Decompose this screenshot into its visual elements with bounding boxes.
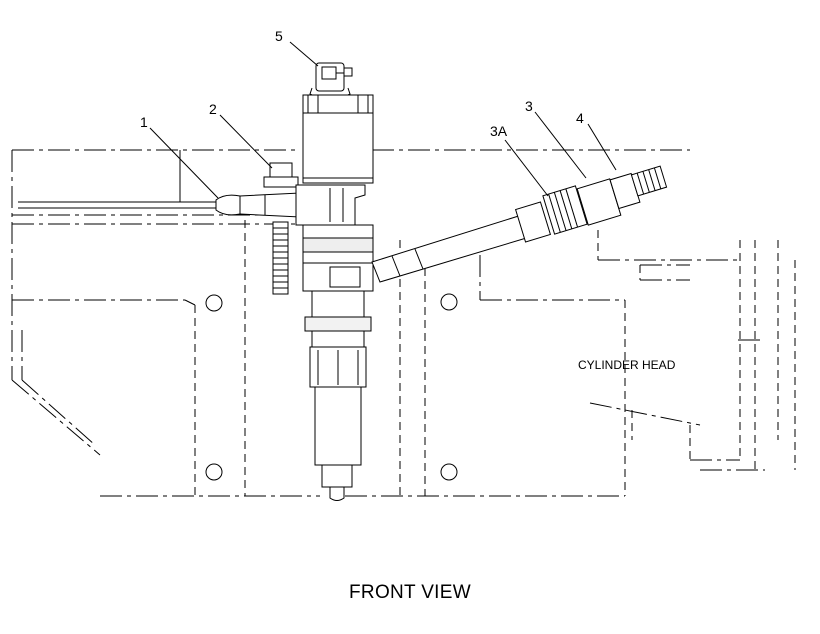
jumper-tube xyxy=(371,165,668,283)
cylinder-head-label: CYLINDER HEAD xyxy=(578,358,676,372)
callout-2: 2 xyxy=(209,101,217,117)
leader-lines xyxy=(149,41,617,199)
view-caption: FRONT VIEW xyxy=(349,582,471,603)
port-holes xyxy=(205,293,458,481)
callout-5: 5 xyxy=(275,28,283,44)
hold-down-bolt xyxy=(263,162,299,295)
callout-4: 4 xyxy=(576,110,584,126)
fuel-injector xyxy=(295,62,374,501)
callout-3a: 3A xyxy=(490,123,508,139)
callout-1: 1 xyxy=(140,114,148,130)
callout-3: 3 xyxy=(525,98,533,114)
cylinder-head-outline xyxy=(11,149,796,497)
